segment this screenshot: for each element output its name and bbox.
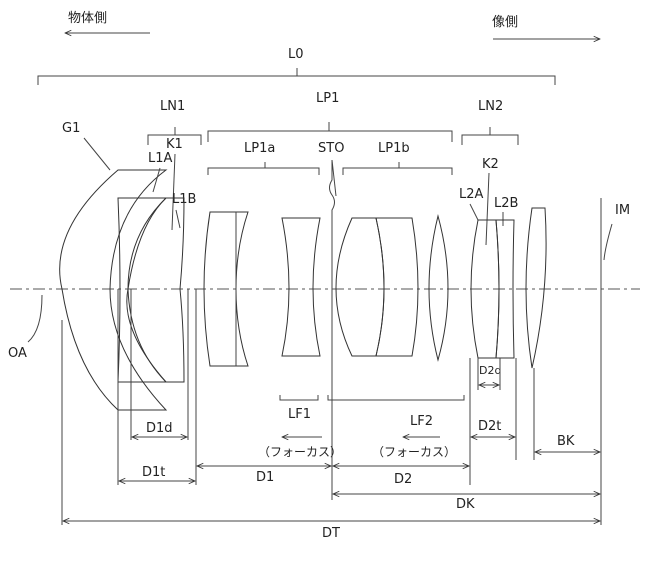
lens-L1A bbox=[117, 197, 168, 383]
dim-D1-label: D1 bbox=[256, 470, 274, 485]
dim-D2d-label: D2d bbox=[479, 364, 501, 377]
group-L0-bracket bbox=[37, 68, 556, 85]
group-LP1-label: LP1 bbox=[316, 91, 339, 106]
group-LP1b-bracket bbox=[342, 162, 453, 175]
element-K1-leader bbox=[171, 153, 176, 231]
group-L0-label: L0 bbox=[288, 47, 304, 62]
element-L1A-label: L1A bbox=[148, 151, 173, 166]
element-L2B-label: L2B bbox=[494, 196, 518, 211]
stop-STO-label: STO bbox=[318, 141, 344, 156]
group-LN2-label: LN2 bbox=[478, 99, 503, 114]
element-L1B-leader bbox=[175, 209, 181, 229]
element-G1-label: G1 bbox=[62, 121, 80, 136]
focus-LF1-note: （フォーカス） bbox=[258, 445, 342, 459]
image-side-label: 像側 bbox=[492, 15, 518, 30]
focus-LF2-bracket bbox=[327, 395, 465, 401]
group-LN2-bracket bbox=[461, 127, 519, 145]
image-plane-label-IM: IM bbox=[615, 203, 630, 218]
image-plane-leader bbox=[603, 223, 613, 261]
element-L2A-leader bbox=[469, 203, 479, 221]
optical-axis-label-OA: OA bbox=[8, 346, 27, 361]
optical-axis-leader bbox=[27, 294, 43, 343]
lens-LP1b-2 bbox=[375, 217, 419, 357]
lens-LP1b-1 bbox=[335, 217, 385, 357]
dim-DT-label: DT bbox=[322, 526, 340, 541]
dim-D2t-label: D2t bbox=[478, 419, 501, 434]
lens-LN2-meniscus bbox=[525, 207, 547, 369]
stop-STO-leader bbox=[331, 159, 337, 197]
lens-LP1a-1 bbox=[203, 211, 249, 367]
lens-LP1b-3 bbox=[428, 214, 449, 362]
element-K2-leader bbox=[485, 172, 490, 246]
lens-G1 bbox=[59, 169, 168, 411]
focus-LF1-label: LF1 bbox=[288, 407, 311, 422]
element-K1-label: K1 bbox=[166, 137, 183, 152]
group-LP1a-bracket bbox=[207, 162, 320, 175]
group-LN1-bracket bbox=[147, 127, 202, 145]
group-LP1b-label: LP1b bbox=[378, 141, 410, 156]
dim-DK-label: DK bbox=[456, 497, 475, 512]
object-side-label: 物体側 bbox=[68, 11, 107, 26]
dim-D1d-label: D1d bbox=[146, 421, 173, 436]
focus-LF2-label: LF2 bbox=[410, 414, 433, 429]
lens-L1B bbox=[127, 197, 185, 383]
focus-LF1-bracket bbox=[279, 395, 319, 401]
element-L1A-leader bbox=[152, 167, 161, 193]
lens-LP1a-2 bbox=[281, 217, 321, 357]
dim-D1t-label: D1t bbox=[142, 465, 165, 480]
element-K2-label: K2 bbox=[482, 157, 499, 172]
element-G1-leader bbox=[83, 137, 111, 171]
group-LP1-bracket bbox=[207, 122, 453, 142]
dim-D2-label: D2 bbox=[394, 472, 412, 487]
group-LP1a-label: LP1a bbox=[244, 141, 275, 156]
focus-LF2-note: （フォーカス） bbox=[372, 445, 456, 459]
group-LN1-label: LN1 bbox=[160, 99, 185, 114]
lens-L2B bbox=[495, 219, 515, 359]
dim-BK-label: BK bbox=[557, 434, 575, 449]
element-L2A-label: L2A bbox=[459, 187, 484, 202]
stop-STO-line bbox=[329, 160, 335, 350]
